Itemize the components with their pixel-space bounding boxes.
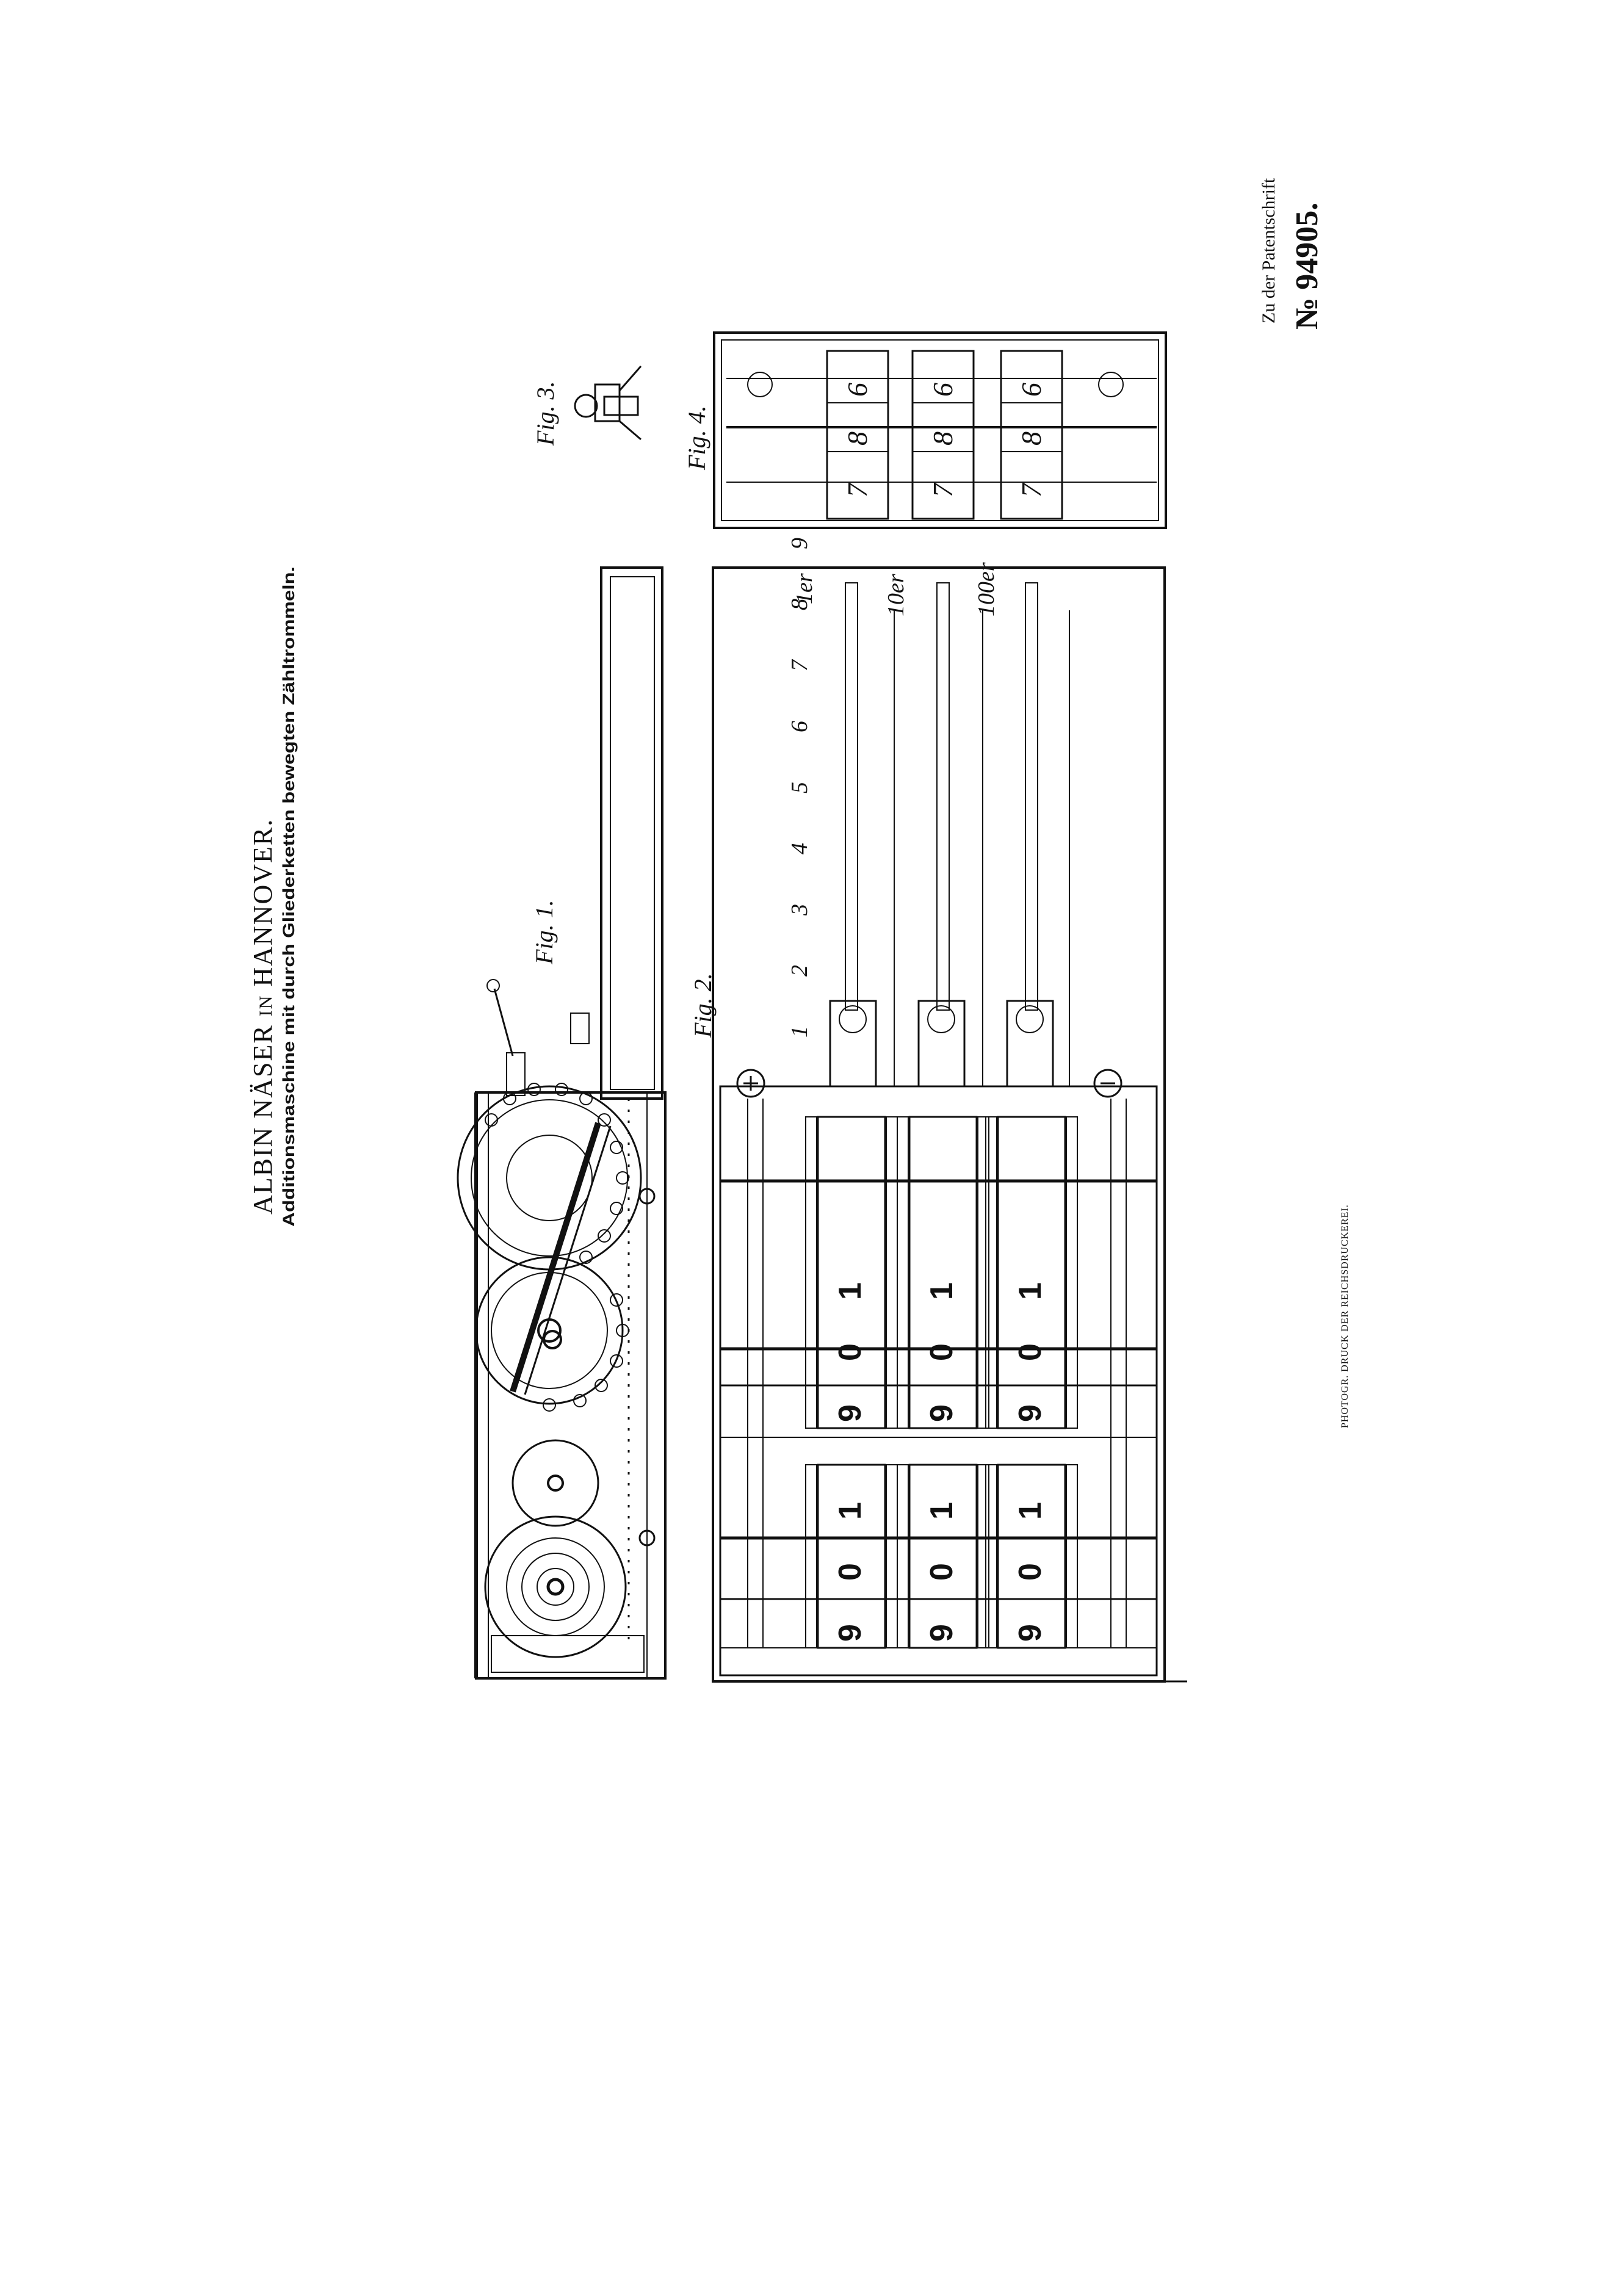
- scale-digit: 8: [787, 599, 812, 610]
- scale-digit: 2: [787, 965, 812, 977]
- fig4-digit: 6: [842, 383, 873, 397]
- drum-digit: 0: [833, 1563, 868, 1581]
- column-label-10er: 10er: [883, 574, 909, 616]
- scale-digit: 7: [787, 659, 812, 671]
- fig4-digit: 7: [842, 482, 873, 497]
- drum-digit: 9: [924, 1404, 960, 1422]
- drum-digit: 1: [1013, 1502, 1048, 1520]
- drum-digit: 0: [924, 1563, 960, 1581]
- fig4-digits: 6 8 7 6 8 7 6 8 7: [842, 383, 1047, 497]
- scale-digit: 5: [787, 782, 812, 793]
- drum-digit: 0: [833, 1343, 868, 1361]
- drum-digit: 9: [833, 1404, 868, 1422]
- scale-digit: 9: [787, 538, 812, 549]
- scale-digit: 6: [787, 721, 812, 732]
- drum-digit: 1: [833, 1282, 868, 1300]
- drum-digit: 0: [1013, 1343, 1048, 1361]
- scale-digit: 1: [787, 1026, 812, 1038]
- fig4-digit: 8: [1016, 431, 1047, 446]
- fig2-scale: 1 2 3 4 5 6 7 8 9 1er 10er 100er: [787, 538, 999, 1038]
- drum-digit: 1: [1013, 1282, 1048, 1300]
- fig4-digit: 7: [927, 482, 958, 497]
- drum-digit: 9: [1013, 1404, 1048, 1422]
- scale-digit: 3: [787, 904, 812, 916]
- drum-digit: 9: [1013, 1624, 1048, 1642]
- column-label-100er: 100er: [974, 562, 999, 616]
- fig2-drawing: [712, 566, 1187, 1683]
- drum-digit: 9: [833, 1624, 868, 1642]
- drum-digits: 9 0 1 9 0 1 9 0 1 9 0 1 9 0 1 9 0 1: [833, 1282, 1048, 1642]
- fig4-digit: 6: [927, 383, 958, 397]
- fig1-drawing: [457, 566, 667, 1680]
- column-label-1er: 1er: [792, 573, 817, 604]
- drum-digit: 0: [1013, 1563, 1048, 1581]
- drum-digit: 1: [924, 1282, 960, 1300]
- fig4-drawing: [713, 331, 1167, 529]
- drum-digit: 1: [833, 1502, 868, 1520]
- fig3-drawing: [574, 366, 642, 441]
- drum-digit: 0: [924, 1343, 960, 1361]
- fig4-digit: 6: [1016, 383, 1047, 397]
- scale-digit: 4: [787, 843, 812, 854]
- fig4-digit: 7: [1016, 482, 1047, 497]
- fig4-digit: 8: [842, 431, 873, 446]
- drum-digit: 9: [924, 1624, 960, 1642]
- fig4-digit: 8: [927, 431, 958, 446]
- drum-digit: 1: [924, 1502, 960, 1520]
